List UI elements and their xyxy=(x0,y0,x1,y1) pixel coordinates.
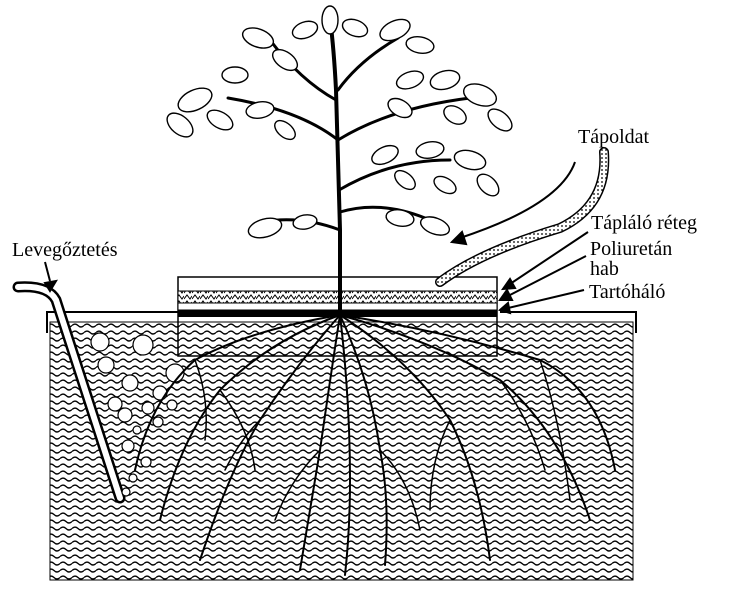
label-foam-hab: hab xyxy=(590,259,619,279)
feed-tube xyxy=(440,152,604,282)
label-support-net: Tartóháló xyxy=(589,282,665,302)
tomato-plant xyxy=(228,18,470,312)
label-nutrient-layer: Tápláló réteg xyxy=(591,213,697,233)
label-polyurethane-foam: Poliuretán xyxy=(590,239,672,259)
label-aeration: Levegőztetés xyxy=(12,240,118,260)
polyurethane-foam xyxy=(178,303,497,310)
nutrient-solution-water xyxy=(50,322,633,580)
nutrient-layer xyxy=(178,291,497,303)
label-nutrient-solution: Tápoldat xyxy=(578,127,649,147)
pointer-arrows xyxy=(45,162,588,313)
